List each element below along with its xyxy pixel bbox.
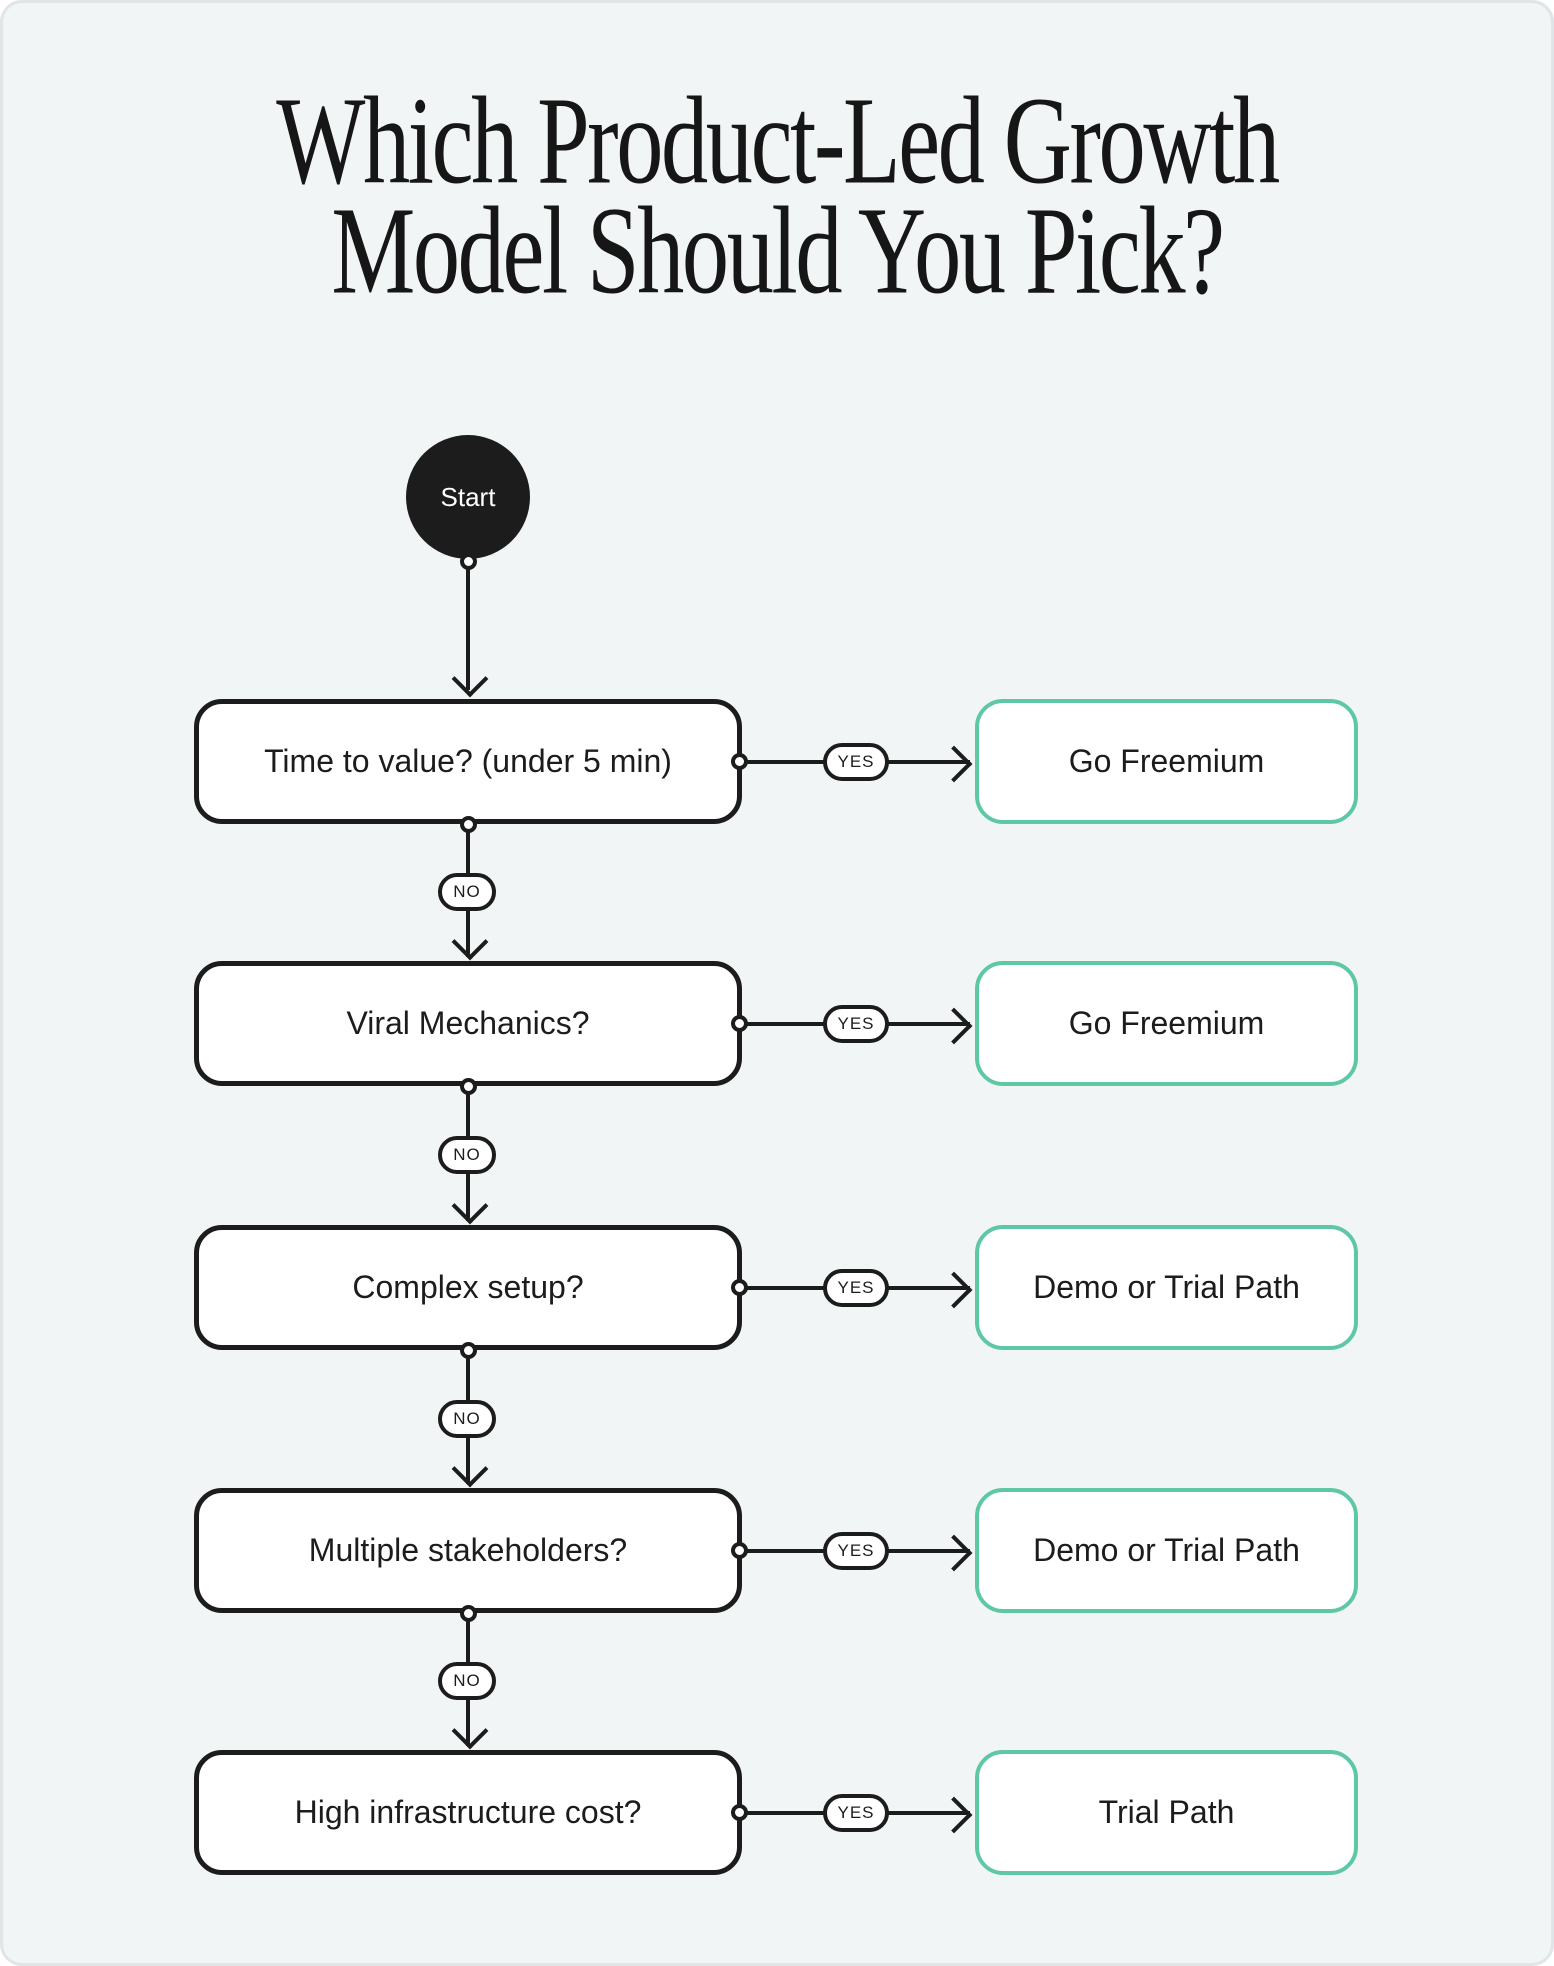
decision-box-time-to-value: Time to value? (under 5 min) <box>194 699 742 824</box>
arrowhead-right-icon <box>935 1796 973 1833</box>
yes-badge: YES <box>823 1004 889 1043</box>
decision-label: Time to value? (under 5 min) <box>264 743 672 779</box>
result-box-go-freemium: Go Freemium <box>975 961 1358 1086</box>
title-line-1: Which Product-Led Growth <box>276 71 1280 211</box>
arrowhead-down-icon <box>451 1450 488 1488</box>
result-label: Go Freemium <box>1068 1005 1265 1041</box>
arrowhead-right-icon <box>935 1007 973 1044</box>
decision-box-complex-setup: Complex setup? <box>194 1225 742 1350</box>
connector-port <box>459 815 477 833</box>
no-badge: NO <box>438 873 496 911</box>
decision-label: High infrastructure cost? <box>294 1794 642 1830</box>
yes-badge: YES <box>823 742 889 781</box>
yes-label: YES <box>837 751 875 771</box>
no-badge: NO <box>438 1400 496 1438</box>
no-label: NO <box>453 1409 481 1428</box>
start-node: Start <box>406 435 530 559</box>
result-box-go-freemium: Go Freemium <box>975 699 1358 824</box>
connector-port <box>731 1542 748 1559</box>
connector-port <box>459 1341 477 1359</box>
no-label: NO <box>453 1671 481 1690</box>
yes-badge: YES <box>823 1531 889 1570</box>
no-label: NO <box>453 882 481 901</box>
connector-port <box>459 1604 477 1622</box>
no-label: NO <box>453 1145 481 1164</box>
arrowhead-down-icon <box>451 1187 488 1225</box>
no-badge: NO <box>438 1136 496 1174</box>
connector-port <box>731 753 748 770</box>
decision-label: Viral Mechanics? <box>346 1005 590 1041</box>
yes-badge: YES <box>823 1793 889 1832</box>
result-box-trial-path: Trial Path <box>975 1750 1358 1875</box>
start-label: Start <box>440 481 496 512</box>
decision-label: Multiple stakeholders? <box>308 1532 628 1568</box>
connector-line <box>466 560 470 690</box>
connector-port <box>731 1279 748 1296</box>
result-label: Go Freemium <box>1068 743 1265 779</box>
no-badge: NO <box>438 1662 496 1700</box>
yes-label: YES <box>837 1013 875 1033</box>
yes-label: YES <box>837 1540 875 1560</box>
arrowhead-down-icon <box>451 923 488 961</box>
connector-port <box>459 552 477 570</box>
page-title: Which Product-Led Growth Model Should Yo… <box>155 71 1398 321</box>
arrowhead-right-icon <box>935 1534 973 1571</box>
yes-label: YES <box>837 1277 875 1297</box>
decision-label: Complex setup? <box>352 1269 584 1305</box>
arrowhead-right-icon <box>935 1271 973 1308</box>
result-label: Demo or Trial Path <box>1033 1532 1300 1568</box>
arrowhead-right-icon <box>935 745 973 782</box>
result-box-demo-or-trial: Demo or Trial Path <box>975 1225 1358 1350</box>
arrowhead-down-icon <box>451 1712 488 1750</box>
decision-box-multiple-stakeholders: Multiple stakeholders? <box>194 1488 742 1613</box>
decision-box-high-infrastructure-cost: High infrastructure cost? <box>194 1750 742 1875</box>
connector-port <box>459 1077 477 1095</box>
connector-port <box>731 1015 748 1032</box>
result-label: Demo or Trial Path <box>1033 1269 1300 1305</box>
decision-box-viral-mechanics: Viral Mechanics? <box>194 961 742 1086</box>
result-label: Trial Path <box>1098 1794 1235 1830</box>
result-box-demo-or-trial: Demo or Trial Path <box>975 1488 1358 1613</box>
title-line-2: Model Should You Pick? <box>331 181 1225 321</box>
connector-port <box>731 1804 748 1821</box>
arrowhead-down-icon <box>451 660 488 698</box>
yes-label: YES <box>837 1802 875 1822</box>
yes-badge: YES <box>823 1268 889 1307</box>
